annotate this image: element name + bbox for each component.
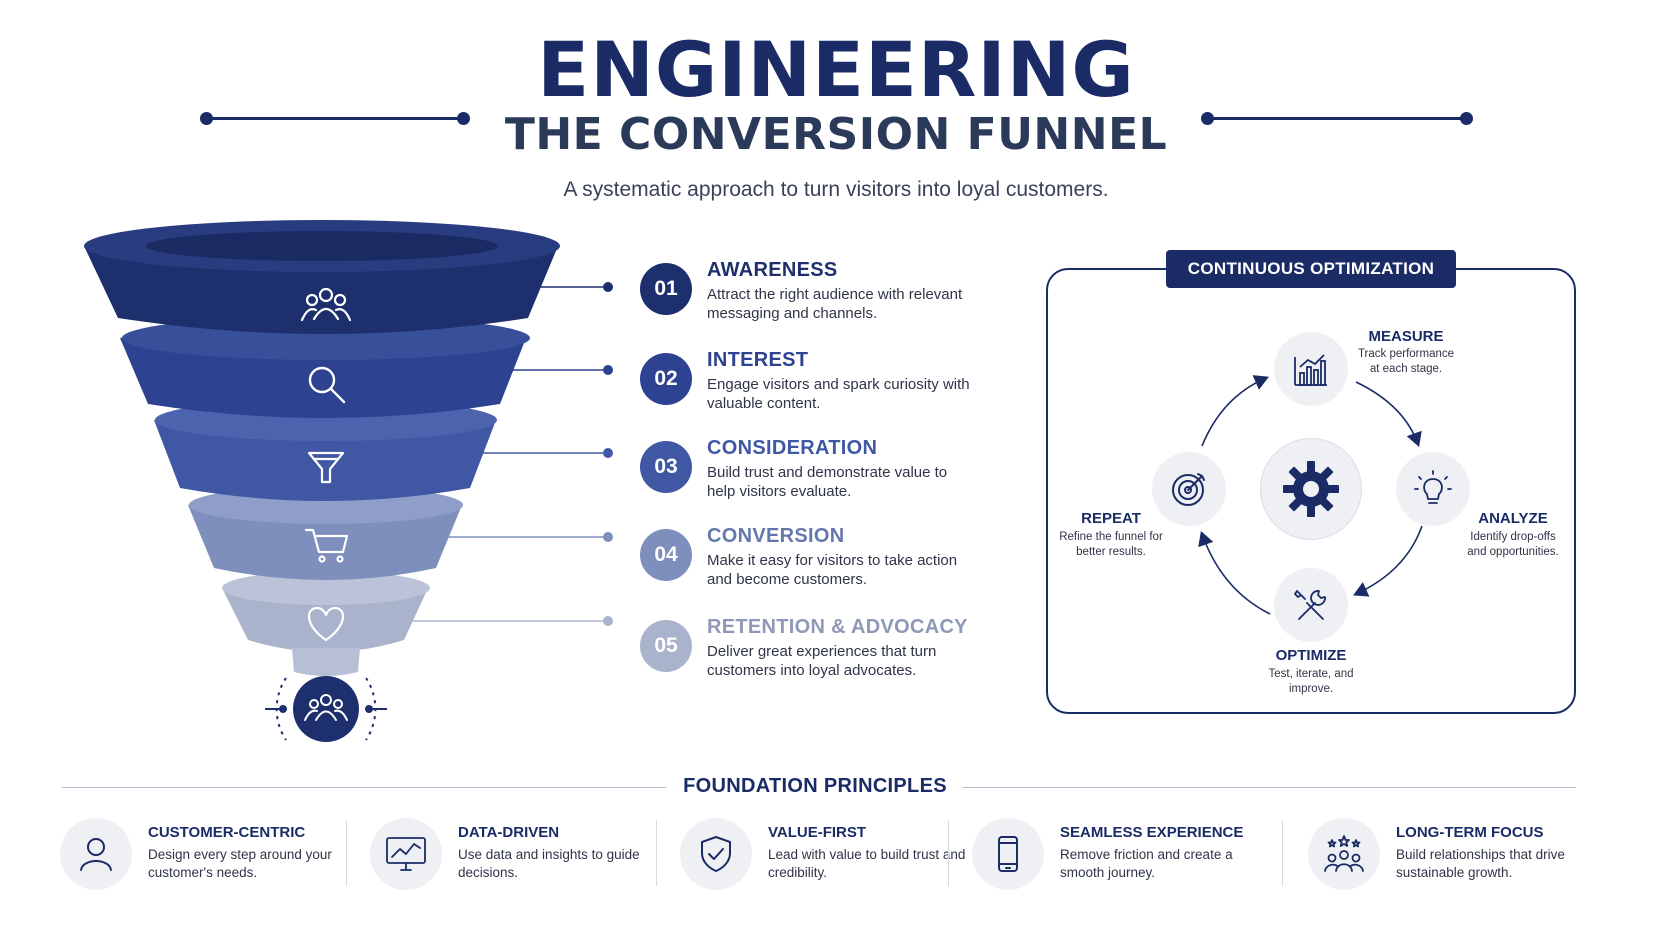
page-title: ENGINEERING [537,25,1135,114]
principle-description: Remove friction and create a smooth jour… [1060,847,1233,880]
decorative-line-left [206,117,464,120]
repeat-description: Refine the funnel for better results. [1059,531,1163,558]
repeat-label: REPEAT [1081,510,1141,527]
decorative-dot-left-inner [457,112,470,125]
principle-title: LONG-TERM FOCUS [1396,824,1544,841]
decorative-dot-left-outer [200,112,213,125]
users-icon [300,287,352,322]
mobile-icon [998,836,1018,872]
stage-connectors [399,282,613,626]
user-icon [80,838,112,871]
tools-icon [1294,590,1326,620]
bar-chart-icon [1294,354,1327,386]
stage-description: Deliver great experiences that turn cust… [707,643,937,679]
foundation-title: FOUNDATION PRINCIPLES [683,775,947,797]
decorative-dot-right-outer [1460,112,1473,125]
principle-title: VALUE-FIRST [768,824,867,841]
customer-node [265,676,387,742]
stage-title: INTEREST [707,349,809,371]
monitor-chart-icon [386,837,426,871]
principle-description: Design every step around your customer's… [148,847,332,880]
funnel-layer-1 [84,220,560,334]
stage-description: Build trust and demonstrate value to hel… [707,464,948,500]
optimize-label: OPTIMIZE [1275,647,1347,664]
heart-icon [308,606,344,642]
analyze-label: ANALYZE [1478,510,1548,527]
shield-check-icon [701,836,731,872]
filter-icon [307,451,345,484]
analyze-description: Identify drop-offs and opportunities. [1467,531,1559,558]
funnel-neck [292,648,360,676]
stage-number-badge: 01 [640,263,692,315]
team-stars-icon [1324,835,1364,872]
optimization-title: CONTINUOUS OPTIMIZATION [1166,250,1456,288]
stage-title: RETENTION & ADVOCACY [707,616,968,638]
cycle-center [1260,438,1362,540]
optimize-description: Test, iterate, and improve. [1268,668,1354,695]
principle-description: Lead with value to build trust and credi… [768,847,966,880]
stage-number-badge: 02 [640,353,692,405]
decorative-dot-right-inner [1201,112,1214,125]
stage-number-badge: 04 [640,529,692,581]
stage-title: CONVERSION [707,525,845,547]
principle-divider [346,820,347,886]
principle-title: SEAMLESS EXPERIENCE [1060,824,1244,841]
principle-divider [656,820,657,886]
measure-node [1274,332,1348,406]
measure-label: MEASURE [1368,328,1444,345]
measure-description: Track performance at each stage. [1357,348,1455,375]
principle-divider [1282,820,1283,886]
principle-title: CUSTOMER-CENTRIC [148,824,306,841]
principle-description: Use data and insights to guide decisions… [458,847,640,880]
stage-description: Attract the right audience with relevant… [707,286,963,322]
gear-icon [1283,461,1339,517]
principle-divider [948,820,949,886]
search-icon [308,366,346,404]
analyze-node [1396,452,1470,526]
principle-description: Build relationships that drive sustainab… [1396,847,1565,880]
target-icon [1172,473,1205,506]
cart-icon [304,528,349,563]
stage-description: Engage visitors and spark curiosity with… [707,376,970,412]
principle-title: DATA-DRIVEN [458,824,560,841]
tagline: A systematic approach to turn visitors i… [563,178,1109,201]
stage-description: Make it easy for visitors to take action… [707,552,958,588]
foundation-line-right [962,787,1576,788]
foundation-line-left [62,787,666,788]
stage-number-badge: 03 [640,441,692,493]
page-subtitle: THE CONVERSION FUNNEL [504,109,1168,160]
stage-title: AWARENESS [707,259,838,281]
repeat-node [1152,452,1226,526]
lightbulb-icon [1414,470,1452,504]
stage-title: CONSIDERATION [707,437,878,459]
optimize-node [1274,568,1348,642]
stage-number-badge: 05 [640,620,692,672]
decorative-line-right [1208,117,1466,120]
